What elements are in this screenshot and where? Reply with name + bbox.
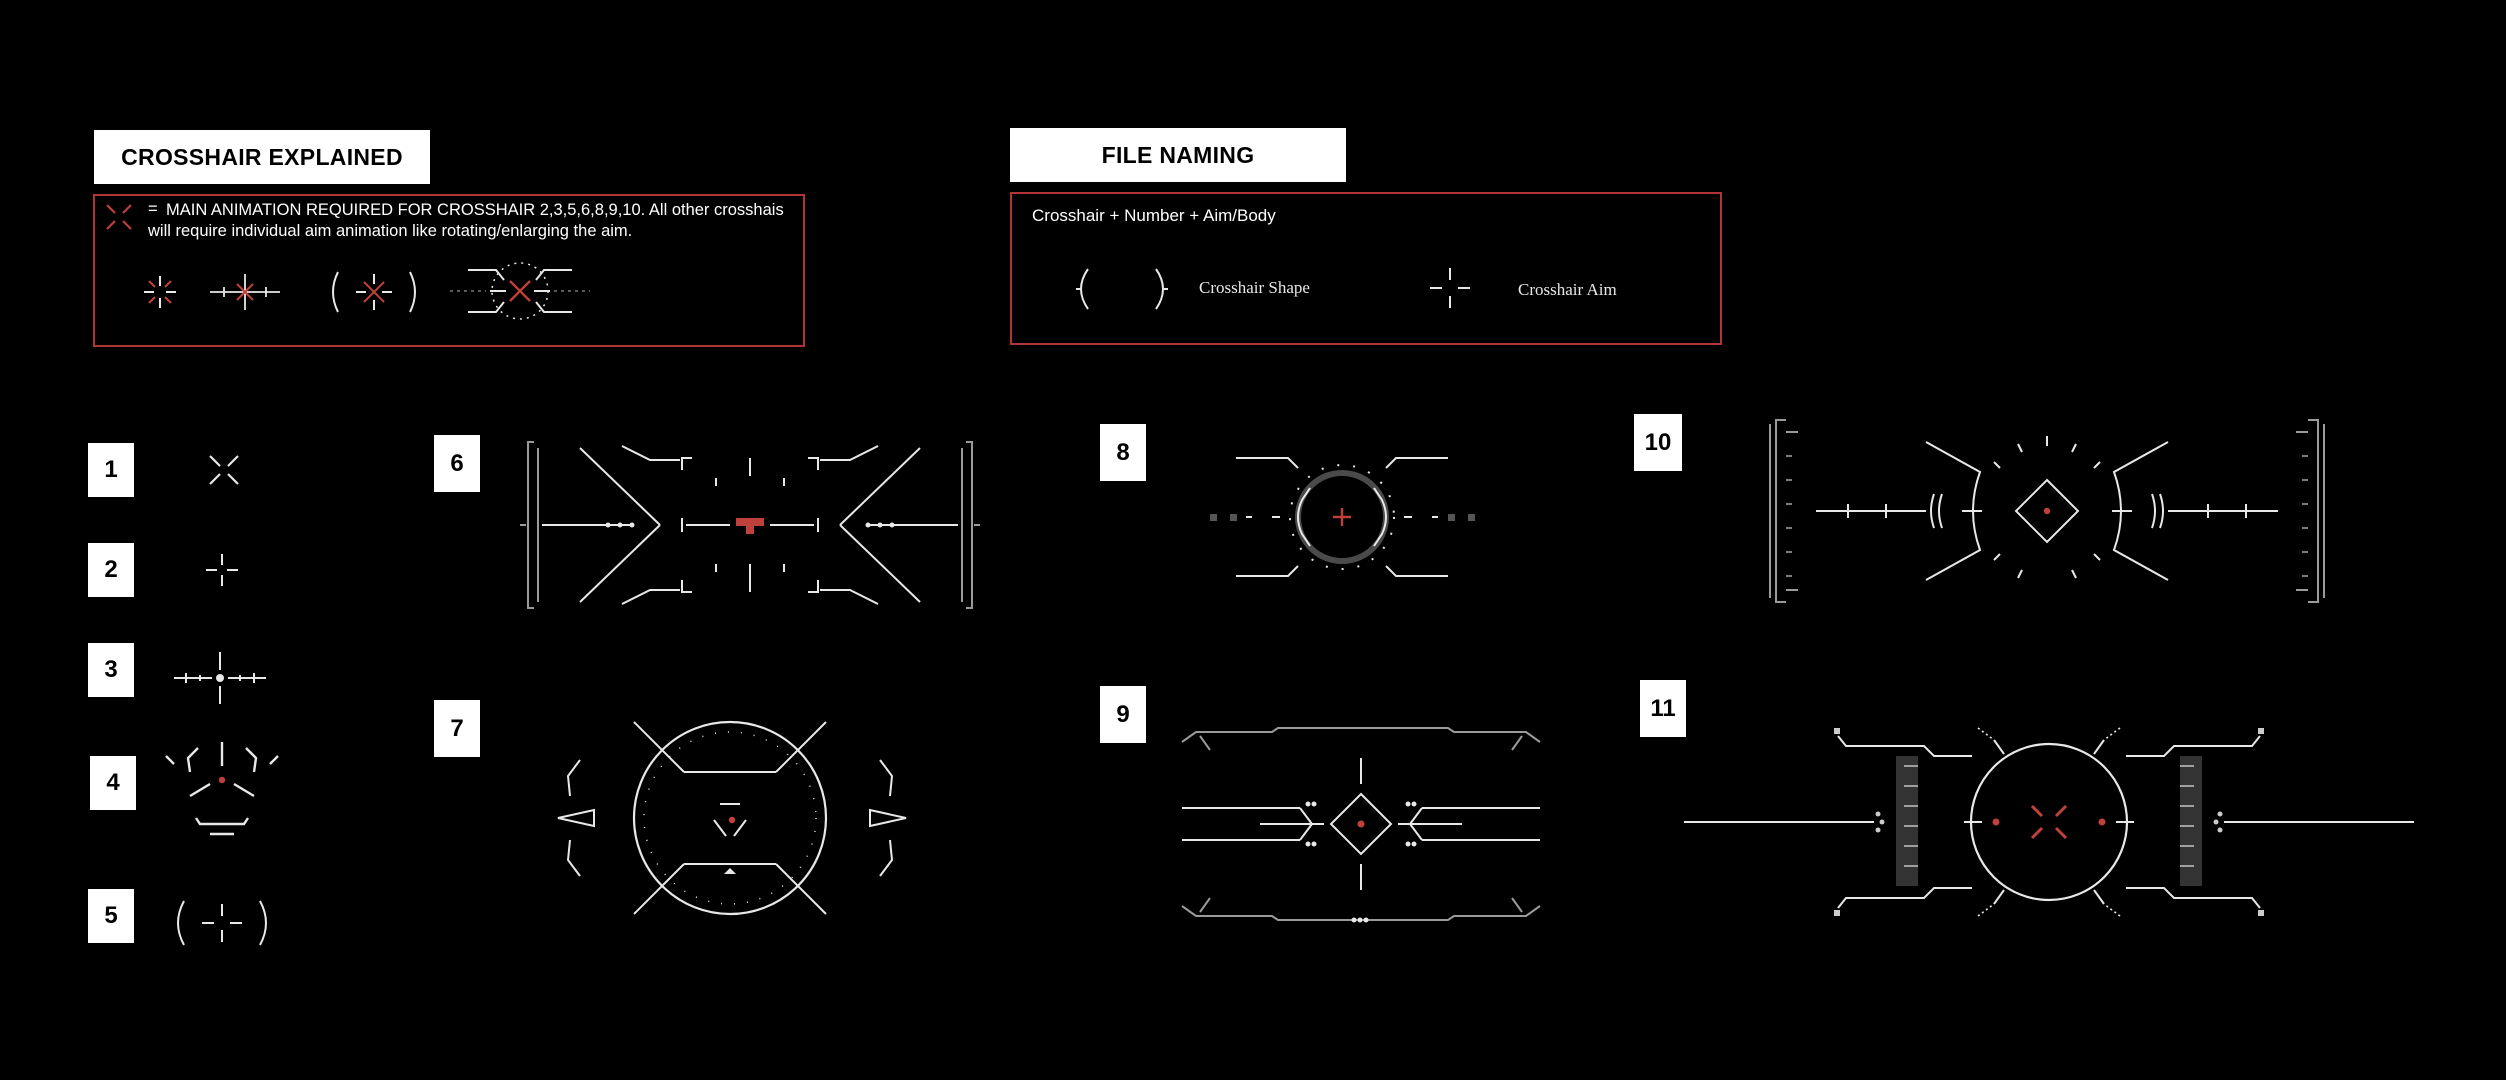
main-animation-icon — [106, 204, 132, 230]
crosshair-number-9: 9 — [1100, 686, 1146, 743]
file-naming-title: FILE NAMING — [1010, 128, 1346, 182]
crosshair-number-5: 5 — [88, 889, 134, 943]
crosshair-number-11: 11 — [1640, 680, 1686, 737]
crosshair-shape-icon — [1076, 268, 1168, 310]
example-burst-icon — [144, 276, 176, 308]
crosshair-5-icon — [177, 900, 267, 946]
crosshair-shape-label: Crosshair Shape — [1199, 278, 1310, 297]
crosshair-2-icon — [206, 554, 238, 586]
main-animation-note: MAIN ANIMATION REQUIRED FOR CROSSHAIR 2,… — [148, 201, 784, 240]
crosshair-aim-label: Crosshair Aim — [1518, 280, 1617, 299]
naming-formula: Crosshair + Number + Aim/Body — [1032, 206, 1276, 225]
crosshair-number-10: 10 — [1634, 414, 1682, 471]
crosshair-number-7: 7 — [434, 700, 480, 757]
example-circle-icon — [450, 262, 590, 320]
crosshair-number-6: 6 — [434, 435, 480, 492]
crosshair-explained-box — [93, 194, 805, 347]
crosshair-number-2: 2 — [88, 543, 134, 597]
crosshair-aim-icon — [1430, 268, 1470, 308]
crosshair-number-3: 3 — [88, 643, 134, 697]
crosshair-7-icon — [557, 720, 907, 916]
crosshair-9-icon — [1181, 727, 1541, 923]
crosshair-number-1: 1 — [88, 443, 134, 497]
crosshair-explained-title: CROSSHAIR EXPLAINED — [94, 130, 430, 184]
crosshair-8-icon — [1210, 457, 1475, 577]
example-star-icon — [210, 274, 280, 310]
crosshair-10-icon — [1769, 419, 2325, 603]
crosshair-3-icon — [174, 652, 266, 704]
crosshair-4-icon — [165, 742, 279, 836]
crosshair-number-4: 4 — [90, 756, 136, 810]
file-naming-box — [1010, 192, 1722, 345]
crosshair-1-icon — [209, 455, 239, 485]
example-bracket-icon — [332, 271, 416, 313]
note-marker: = — [148, 200, 158, 218]
crosshair-6-icon — [520, 441, 980, 609]
crosshair-11-icon — [1684, 727, 2414, 917]
crosshair-number-8: 8 — [1100, 424, 1146, 481]
